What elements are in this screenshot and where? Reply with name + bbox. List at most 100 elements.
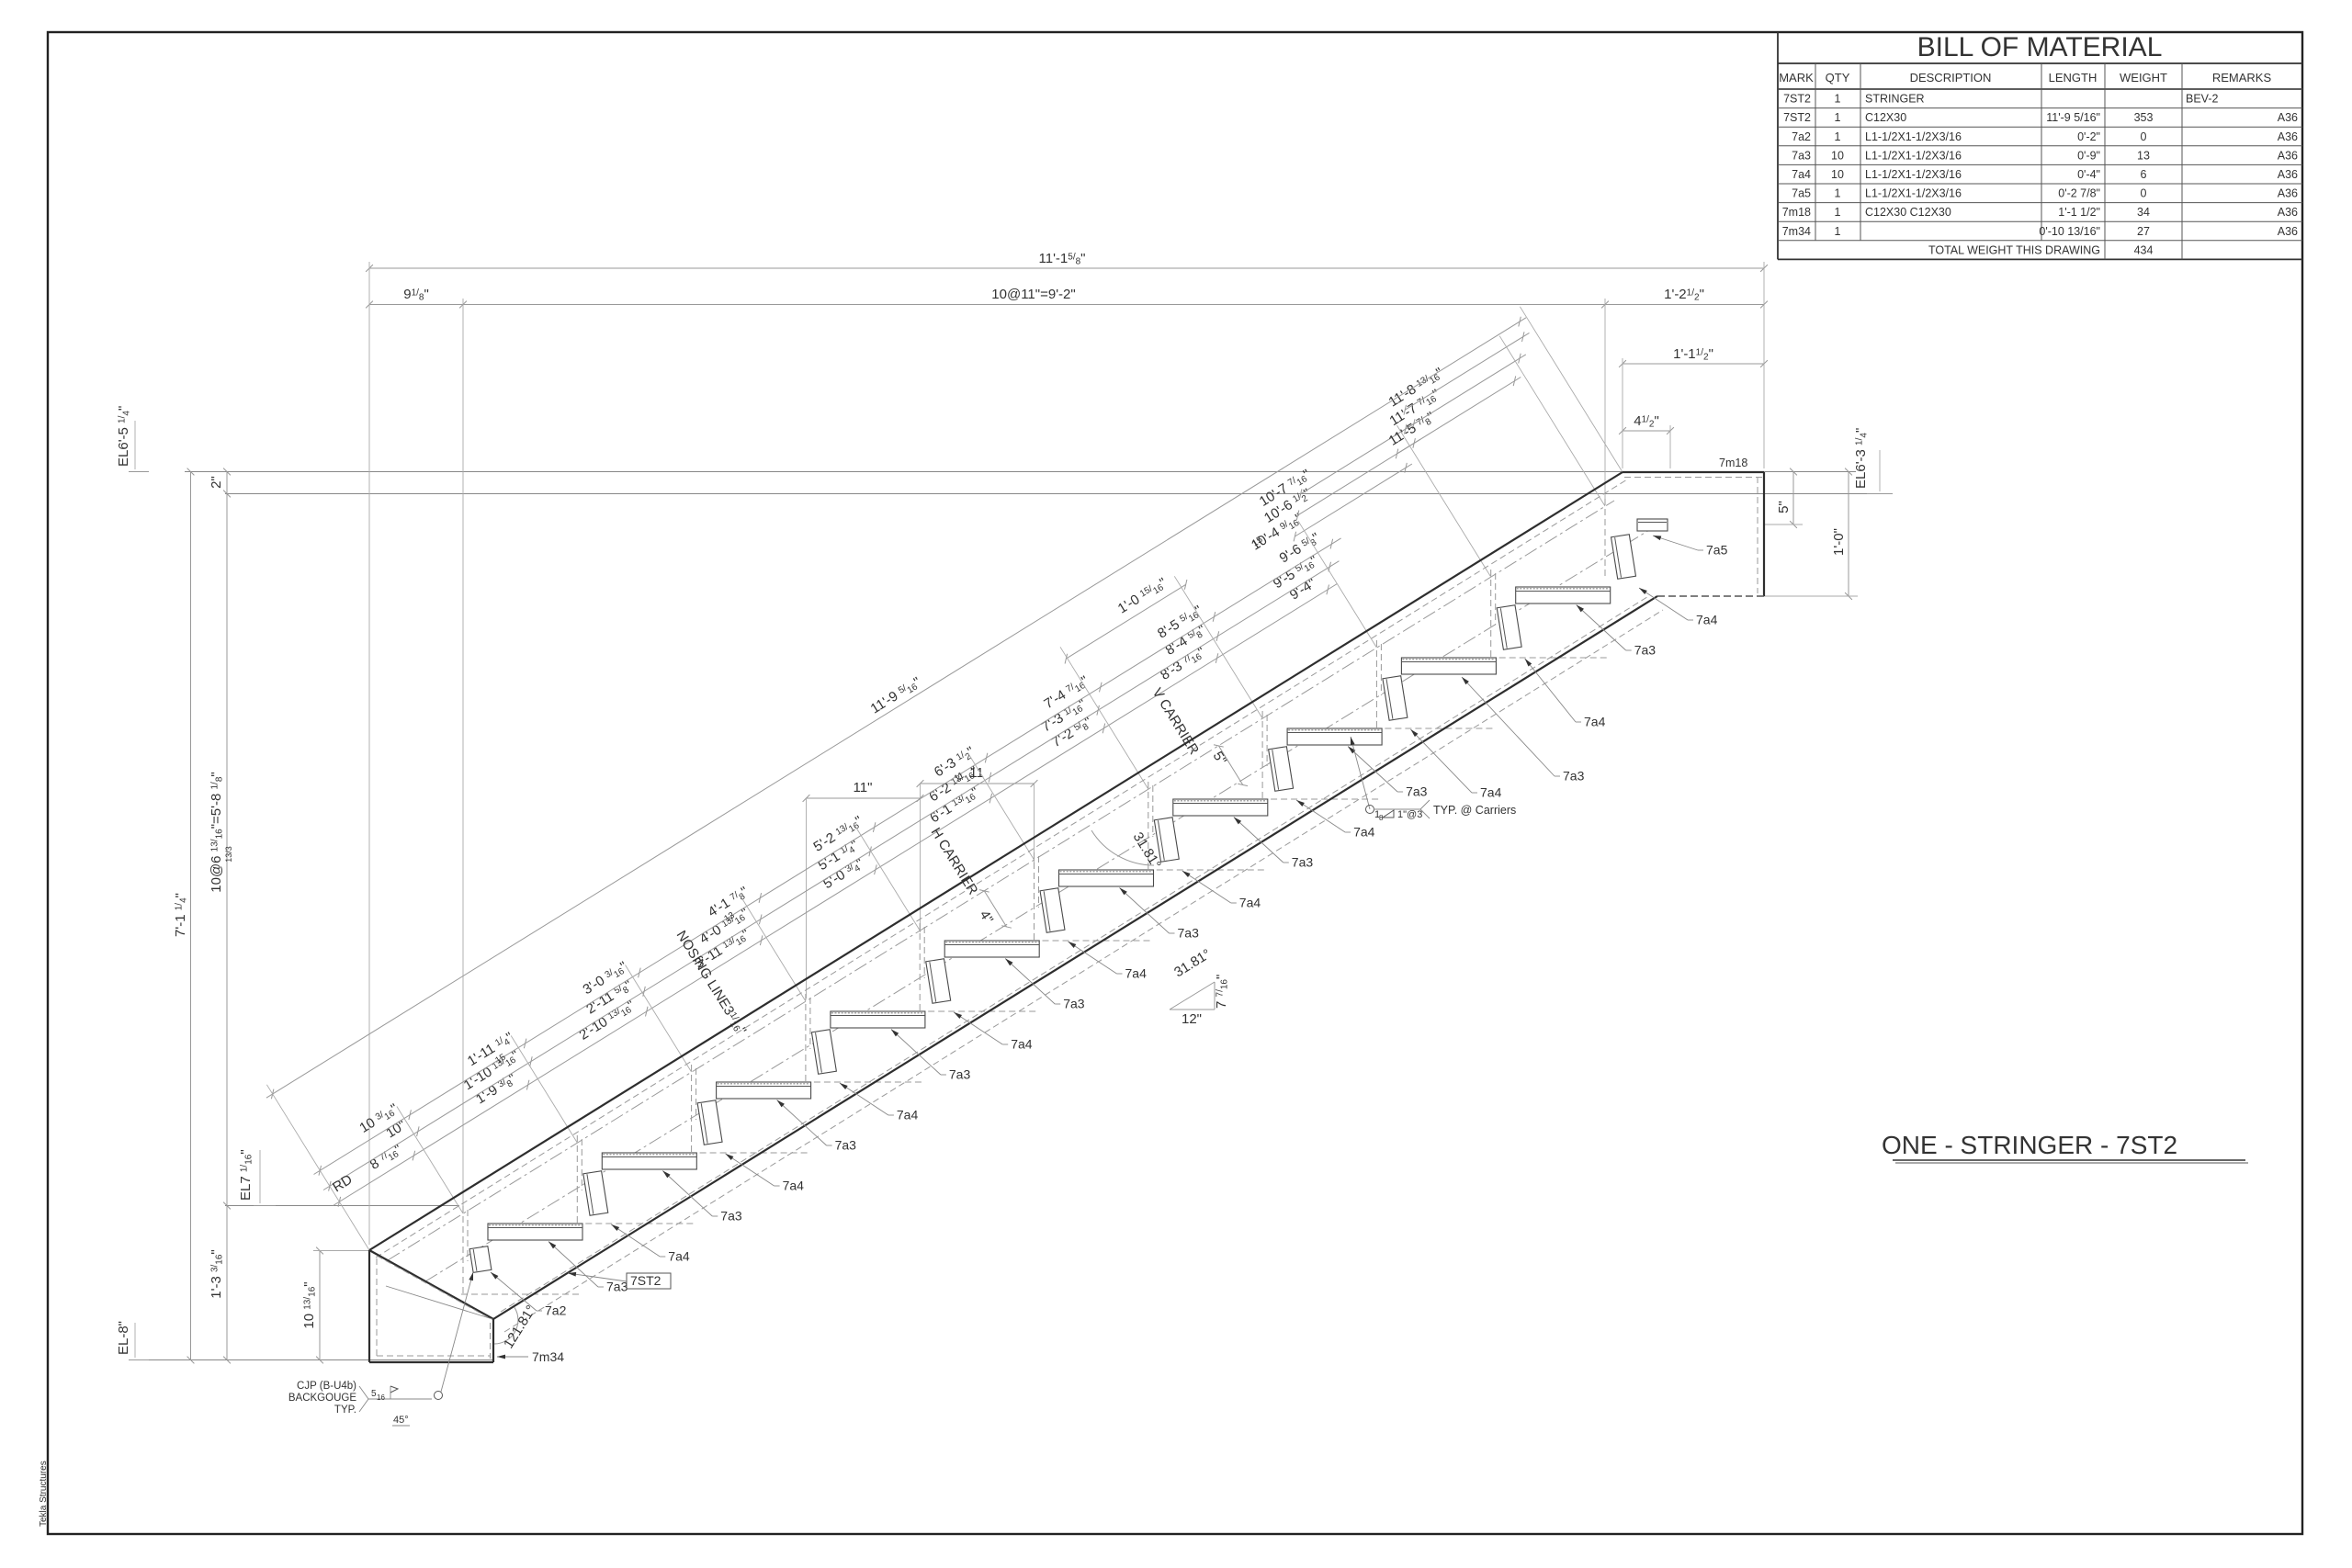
svg-text:STRINGER: STRINGER	[1865, 93, 1925, 106]
svg-text:1: 1	[1835, 206, 1841, 219]
svg-text:CJP (B-U4b): CJP (B-U4b)	[297, 1381, 356, 1392]
svg-text:45°: 45°	[393, 1415, 409, 1426]
svg-text:11'-9 5/16": 11'-9 5/16"	[2046, 111, 2100, 124]
svg-text:7a5: 7a5	[1706, 543, 1728, 558]
svg-text:L1-1/2X1-1/2X3/16: L1-1/2X1-1/2X3/16	[1865, 149, 1962, 162]
svg-text:DESCRIPTION: DESCRIPTION	[1910, 71, 1992, 85]
svg-text:1'-21/2": 1'-21/2"	[1664, 287, 1704, 303]
svg-text:16: 16	[377, 1393, 385, 1402]
svg-text:13: 13	[2137, 149, 2150, 162]
svg-text:A36: A36	[2278, 187, 2298, 200]
svg-text:LENGTH: LENGTH	[2049, 71, 2098, 85]
svg-text:7a4: 7a4	[1696, 613, 1718, 627]
svg-text:REMARKS: REMARKS	[2212, 71, 2272, 85]
svg-text:0'-2 7/8": 0'-2 7/8"	[2058, 187, 2100, 200]
svg-text:7a3: 7a3	[1063, 997, 1085, 1011]
svg-text:7a3: 7a3	[949, 1067, 971, 1082]
svg-text:10: 10	[1831, 149, 1844, 162]
svg-text:8: 8	[1379, 814, 1384, 822]
svg-text:7a4: 7a4	[783, 1179, 805, 1193]
svg-text:0'-10 13/16": 0'-10 13/16"	[2039, 225, 2100, 238]
svg-text:EL-8": EL-8"	[116, 1321, 131, 1355]
svg-text:7a3: 7a3	[1792, 149, 1811, 162]
svg-text:11: 11	[969, 765, 984, 781]
svg-text:10@11"=9'-2": 10@11"=9'-2"	[991, 287, 1075, 302]
svg-text:6: 6	[2141, 168, 2147, 181]
svg-text:BACKGOUGE: BACKGOUGE	[288, 1393, 356, 1404]
svg-text:TYP.: TYP.	[334, 1404, 356, 1416]
svg-text:MARK: MARK	[1779, 71, 1814, 85]
svg-text:12": 12"	[1182, 1011, 1202, 1027]
svg-text:BILL OF MATERIAL: BILL OF MATERIAL	[1917, 32, 2163, 62]
svg-text:7a3: 7a3	[720, 1209, 742, 1224]
svg-text:7a3: 7a3	[606, 1280, 628, 1294]
svg-text:1: 1	[1835, 93, 1841, 106]
svg-text:7a3: 7a3	[1178, 926, 1200, 941]
svg-text:10: 10	[1831, 168, 1844, 181]
svg-text:0: 0	[2141, 130, 2147, 143]
svg-text:7a3: 7a3	[1292, 855, 1314, 870]
svg-text:1: 1	[1374, 809, 1380, 820]
svg-text:7a4: 7a4	[1584, 715, 1606, 729]
svg-text:A36: A36	[2278, 130, 2298, 143]
svg-text:QTY: QTY	[1826, 71, 1850, 85]
svg-text:7a4: 7a4	[1239, 896, 1261, 910]
svg-text:5: 5	[371, 1389, 377, 1399]
svg-text:1: 1	[1835, 111, 1841, 124]
svg-text:7ST2: 7ST2	[630, 1273, 662, 1288]
svg-text:7a3: 7a3	[835, 1138, 857, 1153]
svg-text:L1-1/2X1-1/2X3/16: L1-1/2X1-1/2X3/16	[1865, 187, 1962, 200]
svg-text:WEIGHT: WEIGHT	[2120, 71, 2167, 85]
svg-text:7a2: 7a2	[1792, 130, 1811, 143]
svg-text:ONE - STRINGER - 7ST2: ONE - STRINGER - 7ST2	[1882, 1131, 2177, 1159]
svg-text:L1-1/2X1-1/2X3/16: L1-1/2X1-1/2X3/16	[1865, 168, 1962, 181]
svg-text:7m18: 7m18	[1719, 457, 1747, 469]
svg-text:34: 34	[2137, 206, 2150, 219]
svg-text:353: 353	[2134, 111, 2154, 124]
svg-text:7a3: 7a3	[1406, 784, 1428, 799]
svg-text:7m34: 7m34	[532, 1349, 564, 1364]
svg-text:11": 11"	[854, 780, 873, 795]
svg-text:7a4: 7a4	[897, 1108, 919, 1122]
svg-text:7m18: 7m18	[1782, 206, 1811, 219]
svg-text:7a4: 7a4	[1480, 785, 1502, 800]
svg-text:27: 27	[2137, 225, 2150, 238]
svg-text:7a2: 7a2	[545, 1303, 567, 1318]
svg-text:7a4: 7a4	[1011, 1037, 1033, 1052]
svg-text:A36: A36	[2278, 206, 2298, 219]
svg-text:A36: A36	[2278, 225, 2298, 238]
svg-text:1'-1 1/2": 1'-1 1/2"	[2058, 206, 2100, 219]
svg-text:7a3: 7a3	[1563, 769, 1585, 784]
svg-text:1: 1	[1835, 130, 1841, 143]
svg-text:TYP. @ Carriers: TYP. @ Carriers	[1433, 804, 1516, 817]
svg-text:7a3: 7a3	[1634, 643, 1657, 658]
svg-text:7a4: 7a4	[1353, 825, 1375, 840]
svg-text:L1-1/2X1-1/2X3/16: L1-1/2X1-1/2X3/16	[1865, 130, 1962, 143]
svg-text:7a4: 7a4	[1792, 168, 1811, 181]
svg-text:C12X30: C12X30	[1865, 111, 1906, 124]
svg-text:BEV-2: BEV-2	[2186, 93, 2218, 106]
svg-text:10@6 13/16"=5'-8 1/8": 10@6 13/16"=5'-8 1/8"	[209, 772, 225, 892]
svg-text:0'-4": 0'-4"	[2077, 168, 2100, 181]
svg-text:A36: A36	[2278, 168, 2298, 181]
svg-text:7a4: 7a4	[668, 1249, 690, 1264]
svg-text:Tekla Structures: Tekla Structures	[39, 1461, 49, 1527]
svg-text:TOTAL WEIGHT THIS DRAWING: TOTAL WEIGHT THIS DRAWING	[1928, 243, 2100, 256]
svg-text:1'-11/2": 1'-11/2"	[1673, 346, 1713, 363]
svg-text:A36: A36	[2278, 149, 2298, 162]
svg-text:7ST2: 7ST2	[1783, 93, 1811, 106]
svg-text:A36: A36	[2278, 111, 2298, 124]
svg-text:C12X30 C12X30: C12X30 C12X30	[1865, 206, 1951, 219]
svg-text:1'-0": 1'-0"	[1831, 528, 1847, 556]
svg-text:7ST2: 7ST2	[1783, 111, 1811, 124]
svg-text:2": 2"	[209, 476, 224, 489]
svg-text:7a4: 7a4	[1125, 966, 1148, 981]
svg-text:7a5: 7a5	[1792, 187, 1811, 200]
svg-text:5": 5"	[1776, 501, 1792, 513]
svg-text:13/3: 13/3	[224, 846, 233, 863]
svg-text:0: 0	[2141, 187, 2147, 200]
svg-text:434: 434	[2134, 243, 2154, 256]
svg-text:1: 1	[1835, 187, 1841, 200]
svg-text:1: 1	[1835, 225, 1841, 238]
svg-text:7m34: 7m34	[1782, 225, 1811, 238]
